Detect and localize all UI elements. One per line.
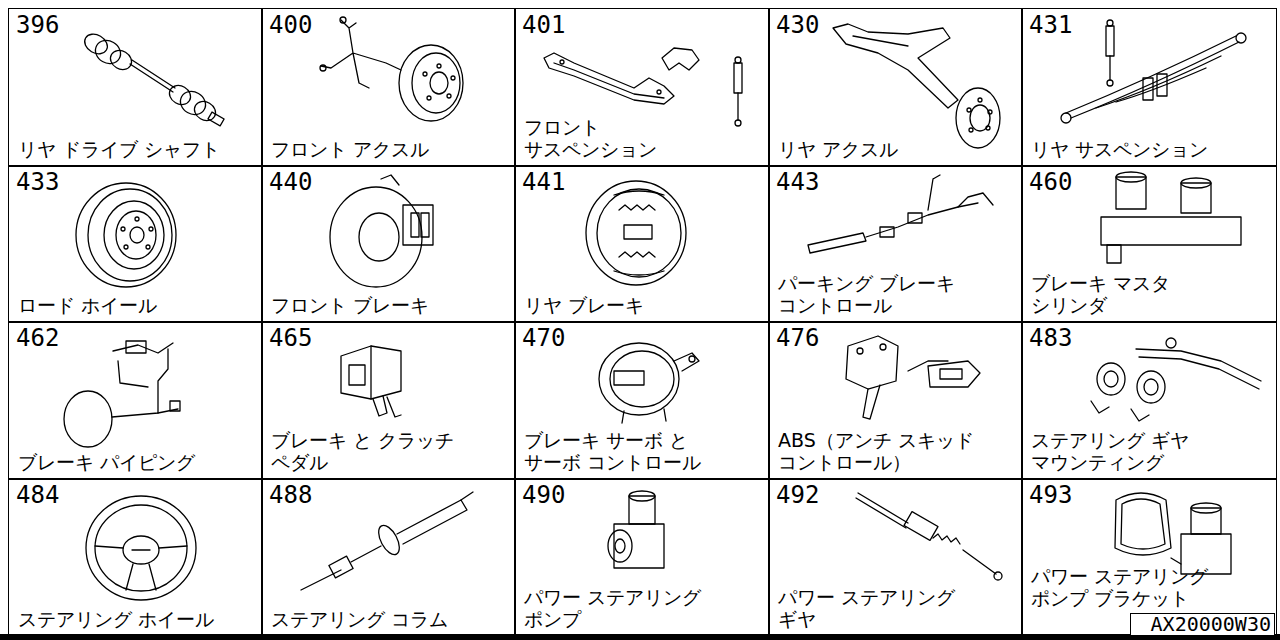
callout-number: 443 <box>776 169 819 195</box>
bottom-rule <box>0 634 1280 640</box>
part-cell: 441 リヤ ブレーキ <box>514 165 770 323</box>
part-name: パーキング ブレーキ コントロール <box>778 272 964 316</box>
callout-number: 493 <box>1029 482 1072 508</box>
rear-axle-figure <box>833 24 1000 148</box>
callout-number: 441 <box>522 169 565 195</box>
abs-figure <box>846 336 980 419</box>
part-cell: 396 リヤ ドライブ シャフト <box>8 8 263 167</box>
part-cell: 443 パーキング ブレーキ コントロール <box>768 165 1023 323</box>
part-cell: 401 フロント サスペンション <box>514 8 770 167</box>
part-name: パワー ステアリング ポンプ ブラケット <box>1031 565 1217 609</box>
drive-shaft-figure <box>81 30 224 126</box>
callout-number: 470 <box>522 325 565 351</box>
rear-brake-figure <box>586 181 686 285</box>
brake-servo-figure <box>599 343 699 423</box>
part-cell: 433 ロード ホイール <box>8 165 263 323</box>
part-cell: 470 ブレーキ サーボ と サーボ コントロール <box>514 321 770 480</box>
pump-bracket-figure <box>1115 493 1231 574</box>
power-steering-pump-figure <box>608 491 664 568</box>
part-name: フロント アクスル <box>271 138 429 160</box>
gear-mounting-figure <box>1091 338 1261 421</box>
callout-number: 396 <box>16 12 59 38</box>
part-name: リヤ ブレーキ <box>524 294 644 316</box>
callout-number: 440 <box>269 169 312 195</box>
part-name: ブレーキ サーボ と サーボ コントロール <box>524 429 710 473</box>
part-name: リヤ アクスル <box>778 138 898 160</box>
part-name: ステアリング ギヤ マウンティング <box>1031 429 1198 473</box>
part-name: ステアリング ホイール <box>18 608 214 630</box>
brake-piping-figure <box>64 341 180 447</box>
steering-column-figure <box>301 492 473 590</box>
part-cell: 483 ステアリング ギヤ マウンティング <box>1021 321 1277 480</box>
callout-number: 401 <box>522 12 565 38</box>
part-name: リヤ サスペンション <box>1031 138 1208 160</box>
power-steering-gear-figure <box>856 493 1002 580</box>
front-suspension-figure <box>544 48 742 126</box>
part-name: パワー ステアリング ギヤ <box>778 586 964 630</box>
part-name: フロント サスペンション <box>524 116 668 160</box>
callout-number: 476 <box>776 325 819 351</box>
master-cylinder-figure <box>1101 172 1241 263</box>
callout-number: 462 <box>16 325 59 351</box>
part-name: フロント ブレーキ <box>271 294 429 316</box>
part-cell: 490 パワー ステアリング ポンプ <box>514 478 770 637</box>
rear-suspension-figure <box>1061 20 1246 123</box>
part-cell: 440 フロント ブレーキ <box>261 165 516 323</box>
callout-number: 492 <box>776 482 819 508</box>
part-name: ブレーキ パイピング <box>18 451 195 473</box>
part-cell: 492 パワー ステアリング ギヤ <box>768 478 1023 637</box>
callout-number: 488 <box>269 482 312 508</box>
callout-number: 400 <box>269 12 312 38</box>
callout-number: 483 <box>1029 325 1072 351</box>
callout-number: 484 <box>16 482 59 508</box>
part-cell: 400 フロント アクスル <box>261 8 516 167</box>
part-cell: 431 リヤ サスペンション <box>1021 8 1277 167</box>
part-cell: 484 ステアリング ホイール <box>8 478 263 637</box>
part-name: ABS（アンチ スキッド コントロール） <box>778 429 983 473</box>
part-cell: 462 ブレーキ パイピング <box>8 321 263 480</box>
callout-number: 490 <box>522 482 565 508</box>
part-name: ブレーキ マスタ シリンダ <box>1031 272 1179 316</box>
parking-brake-figure <box>808 175 993 253</box>
part-cell: 465 ブレーキ と クラッチ ペダル <box>261 321 516 480</box>
part-name: ステアリング コラム <box>271 608 448 630</box>
front-axle-figure <box>320 17 463 121</box>
part-cell: 476ABS（アンチ スキッド コントロール） <box>768 321 1023 480</box>
front-brake-figure <box>330 175 433 287</box>
callout-number: 430 <box>776 12 819 38</box>
part-cell: 460 ブレーキ マスタ シリンダ <box>1021 165 1277 323</box>
callout-number: 460 <box>1029 169 1072 195</box>
part-name: ブレーキ と クラッチ ペダル <box>271 429 465 473</box>
road-wheel-figure <box>76 183 176 287</box>
drawing-code: AX20000W30 <box>1130 613 1275 636</box>
callout-number: 465 <box>269 325 312 351</box>
part-name: ロード ホイール <box>18 294 157 316</box>
steering-wheel-figure <box>86 496 196 600</box>
part-cell: 488 ステアリング コラム <box>261 478 516 637</box>
callout-number: 431 <box>1029 12 1072 38</box>
part-name: リヤ ドライブ シャフト <box>18 138 220 160</box>
callout-number: 433 <box>16 169 59 195</box>
part-name: パワー ステアリング ポンプ <box>524 586 710 630</box>
pedal-figure <box>341 346 401 417</box>
part-cell: 430 リヤ アクスル <box>768 8 1023 167</box>
